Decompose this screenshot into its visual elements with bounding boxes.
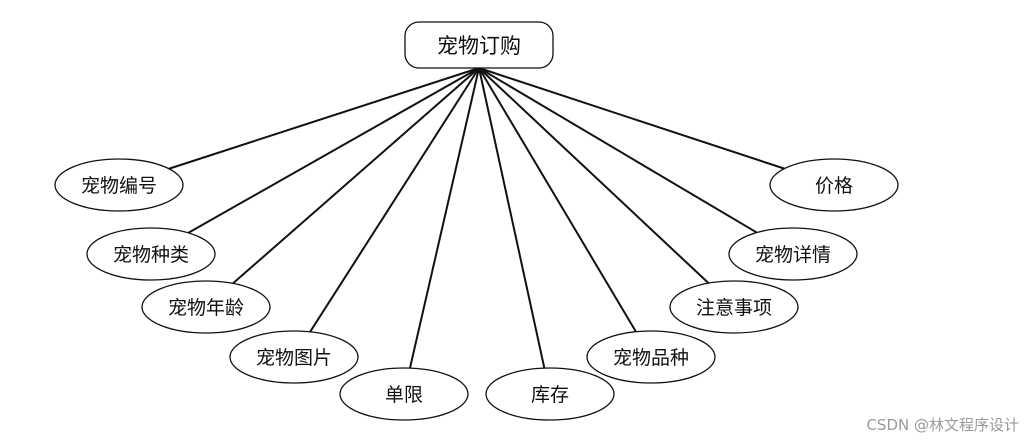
- attribute-label: 宠物年龄: [168, 297, 244, 319]
- connector-line-stock: [478, 67, 546, 369]
- attribute-pet-id: 宠物编号: [54, 158, 184, 212]
- connector-line-unit-limit: [408, 67, 480, 369]
- connector-line-pet-type: [187, 67, 480, 234]
- attribute-label: 宠物编号: [81, 175, 157, 197]
- connector-line-pet-details: [478, 67, 758, 234]
- attribute-pet-image: 宠物图片: [229, 330, 359, 384]
- attribute-label: 库存: [531, 384, 569, 406]
- attribute-label: 宠物品种: [613, 347, 689, 369]
- attribute-pet-age: 宠物年龄: [141, 280, 271, 334]
- attribute-stock: 库存: [485, 367, 615, 421]
- connector-line-notes: [478, 67, 710, 284]
- attribute-ellipse: [86, 227, 216, 281]
- attribute-ellipse: [339, 367, 469, 421]
- attribute-pet-type: 宠物种类: [86, 227, 216, 281]
- attribute-pet-details: 宠物详情: [728, 227, 858, 281]
- attribute-label: 价格: [815, 175, 853, 197]
- connector-line-price: [478, 67, 785, 170]
- attribute-price: 价格: [769, 158, 899, 212]
- attribute-ellipse: [229, 330, 359, 384]
- attribute-label: 单限: [385, 384, 423, 406]
- attribute-ellipse: [769, 158, 899, 212]
- connector-lines: [168, 67, 785, 369]
- watermark: CSDN @林文程序设计: [866, 416, 1019, 434]
- connector-line-pet-age: [232, 67, 480, 285]
- root-entity-box: [404, 21, 554, 69]
- attribute-label: 宠物图片: [256, 347, 332, 369]
- attribute-ellipse: [586, 330, 716, 384]
- attribute-label: 注意事项: [696, 297, 772, 319]
- attribute-ellipse: [728, 227, 858, 281]
- attribute-label: 宠物详情: [755, 244, 831, 266]
- attribute-label: 宠物种类: [113, 244, 189, 266]
- attribute-ellipse: [54, 158, 184, 212]
- attribute-pet-breed: 宠物品种: [586, 330, 716, 384]
- connector-line-pet-image: [309, 67, 480, 333]
- root-entity: 宠物订购: [404, 21, 554, 69]
- root-entity-label: 宠物订购: [437, 34, 521, 58]
- attribute-ellipse: [141, 280, 271, 334]
- attribute-ellipse: [669, 280, 799, 334]
- connector-line-pet-breed: [478, 67, 637, 333]
- attribute-ellipse: [485, 367, 615, 421]
- connector-line-pet-id: [168, 67, 480, 170]
- attribute-unit-limit: 单限: [339, 367, 469, 421]
- attribute-notes: 注意事项: [669, 280, 799, 334]
